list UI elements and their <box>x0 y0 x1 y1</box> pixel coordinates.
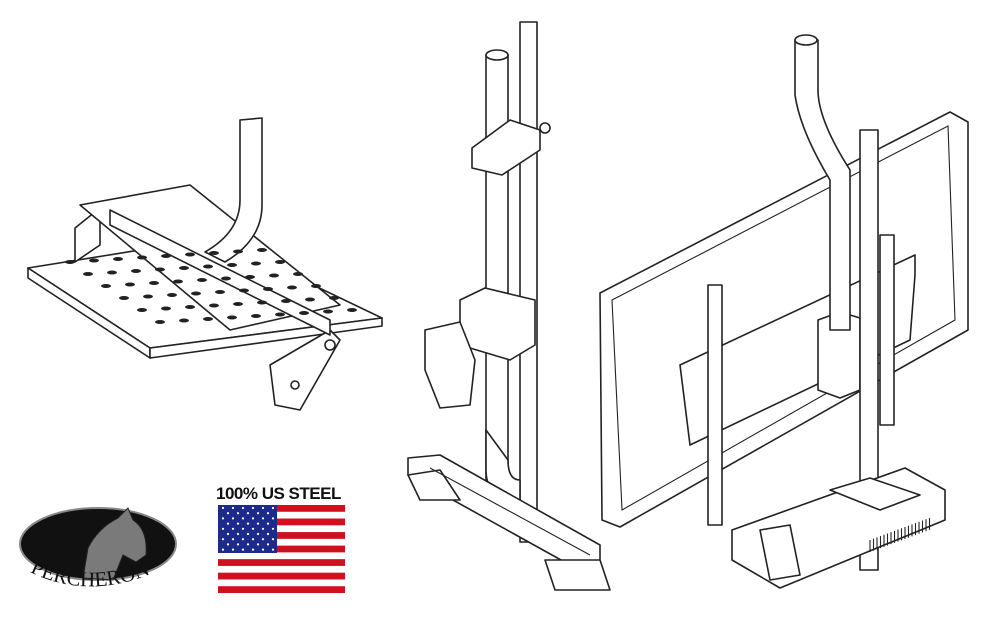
us-flag-icon <box>218 505 345 593</box>
tray-mount-drawing <box>27 117 383 411</box>
tv-mount-drawing <box>599 34 969 589</box>
percheron-logo: PERCHERON <box>19 507 177 592</box>
stand-drawing <box>407 21 611 591</box>
us-steel-label: 100% US STEEL <box>216 484 341 503</box>
